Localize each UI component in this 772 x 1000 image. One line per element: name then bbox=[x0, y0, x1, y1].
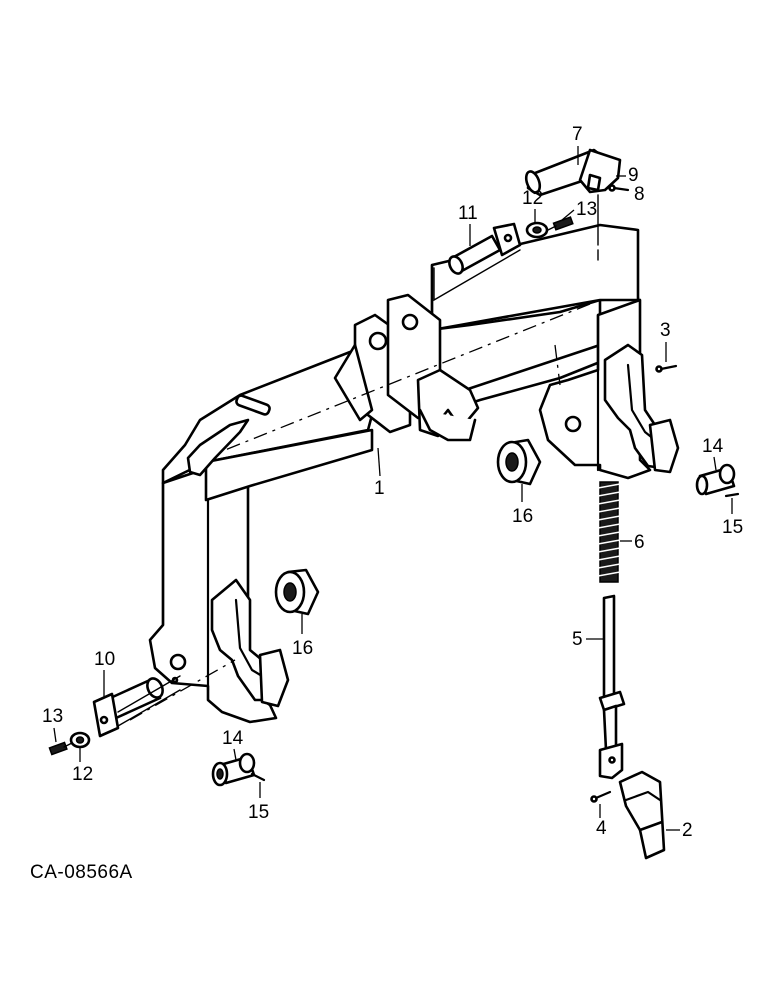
callout-3: 3 bbox=[660, 320, 671, 341]
callouts: 1 2 3 4 5 6 7 8 9 10 11 12 13 12 13 14 1… bbox=[42, 124, 743, 841]
roller-16-left bbox=[274, 568, 320, 616]
callout-13-top: 13 bbox=[576, 199, 597, 220]
rod-5 bbox=[598, 594, 626, 780]
washer-12-top bbox=[525, 221, 549, 239]
callout-14-right: 14 bbox=[702, 436, 724, 457]
callout-12-top: 12 bbox=[522, 188, 543, 209]
callout-16-right: 16 bbox=[512, 506, 533, 527]
cotter-pin-3 bbox=[655, 364, 678, 373]
main-frame bbox=[129, 223, 680, 724]
callout-7: 7 bbox=[572, 124, 583, 145]
spring-6 bbox=[597, 481, 621, 583]
callout-10: 10 bbox=[94, 649, 115, 670]
lock-pin-10 bbox=[92, 675, 181, 738]
callout-5: 5 bbox=[572, 629, 583, 650]
pin-14-right bbox=[695, 463, 740, 498]
cotter-pin-8 bbox=[608, 184, 630, 192]
handle-2 bbox=[618, 770, 666, 860]
callout-12-left: 12 bbox=[72, 764, 93, 785]
figure-code: CA-08566A bbox=[30, 862, 133, 883]
pin-4 bbox=[590, 790, 612, 803]
latch-handle-left bbox=[186, 394, 271, 477]
callout-8: 8 bbox=[634, 184, 645, 205]
bolt-13-left bbox=[48, 741, 73, 756]
callout-6: 6 bbox=[634, 532, 645, 553]
callout-14-left: 14 bbox=[222, 728, 244, 749]
latch-handle-right bbox=[524, 148, 622, 261]
callout-1: 1 bbox=[374, 478, 385, 499]
pin-14-left bbox=[211, 752, 266, 787]
callout-9: 9 bbox=[628, 165, 639, 186]
bolt-13-top bbox=[547, 216, 574, 231]
callout-13-left: 13 bbox=[42, 706, 63, 727]
callout-4: 4 bbox=[596, 818, 607, 839]
roller-16-right bbox=[496, 438, 542, 486]
lock-pin-11 bbox=[433, 222, 522, 302]
callout-11: 11 bbox=[458, 203, 478, 224]
callout-15-left: 15 bbox=[248, 802, 269, 823]
callout-2: 2 bbox=[682, 820, 693, 841]
washer-12-left bbox=[69, 731, 91, 749]
callout-15-right: 15 bbox=[722, 517, 743, 538]
callout-16-left: 16 bbox=[292, 638, 313, 659]
